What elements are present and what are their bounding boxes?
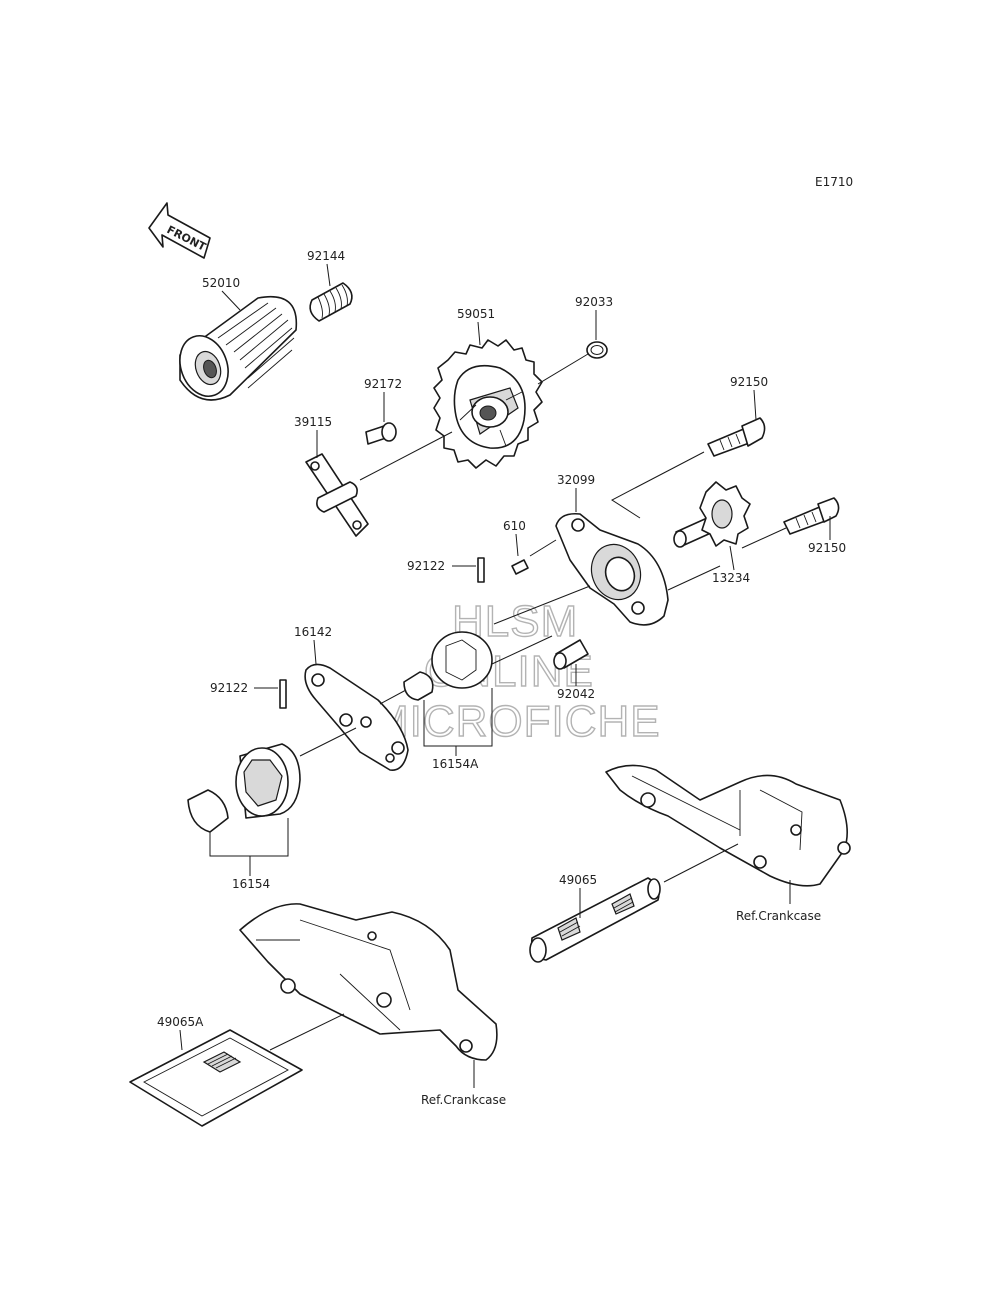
label-92150-lower: 92150	[808, 541, 846, 555]
outer-rotor-16154-part[interactable]	[187, 743, 301, 833]
label-16154A: 16154A	[432, 757, 479, 771]
oil-strainer-part[interactable]	[529, 877, 661, 963]
label-92042: 92042	[557, 687, 595, 701]
collar-92042-part[interactable]	[553, 639, 589, 670]
label-49065: 49065	[559, 873, 597, 887]
label-92033: 92033	[575, 295, 613, 309]
diagram-code: E1710	[815, 175, 853, 189]
label-59051: 59051	[457, 307, 495, 321]
label-16142: 16142	[294, 625, 332, 639]
pin-92122-lower-part[interactable]	[279, 679, 287, 709]
circlip-part[interactable]	[586, 341, 608, 359]
label-16154: 16154	[232, 877, 270, 891]
plate-16142-part[interactable]	[304, 663, 409, 771]
label-92144: 92144	[307, 249, 345, 263]
sprocket-part[interactable]	[433, 339, 543, 469]
label-92122-upper: 92122	[407, 559, 445, 573]
label-92172: 92172	[364, 377, 402, 391]
label-49065A: 49065A	[157, 1015, 204, 1029]
label-ref-crankcase-bottom: Ref.Crankcase	[421, 1093, 506, 1107]
label-52010: 52010	[202, 276, 240, 290]
watermark-line3: MICROFICHE	[372, 697, 661, 746]
oil-screen-part[interactable]	[129, 1029, 303, 1127]
bolt-92150-upper-part[interactable]	[707, 417, 766, 457]
label-92122-lower: 92122	[210, 681, 248, 695]
bolt-92150-lower-part[interactable]	[783, 497, 840, 535]
label-13234: 13234	[712, 571, 750, 585]
pin-610-part[interactable]	[511, 559, 529, 575]
label-32099: 32099	[557, 473, 595, 487]
pin-92122-upper-part[interactable]	[477, 557, 485, 583]
watermark: HLSM ONLINE MICROFICHE	[371, 596, 661, 746]
label-610: 610	[503, 519, 526, 533]
label-ref-crankcase-right: Ref.Crankcase	[736, 909, 821, 923]
label-92150-upper: 92150	[730, 375, 768, 389]
pump-shaft-part[interactable]	[673, 481, 751, 548]
label-39115: 39115	[294, 415, 332, 429]
pump-cover-part[interactable]	[555, 512, 669, 626]
crankcase-bottom-part	[239, 903, 498, 1061]
oil-filter-part[interactable]	[172, 296, 298, 403]
inner-rotor-16154a-part[interactable]	[403, 631, 493, 701]
spring-part[interactable]	[309, 282, 353, 322]
bolt-92172-part[interactable]	[365, 422, 397, 445]
front-arrow-icon: FRONT	[148, 202, 211, 259]
crankcase-right-part	[605, 764, 851, 887]
plate-39115-part[interactable]	[305, 453, 369, 537]
